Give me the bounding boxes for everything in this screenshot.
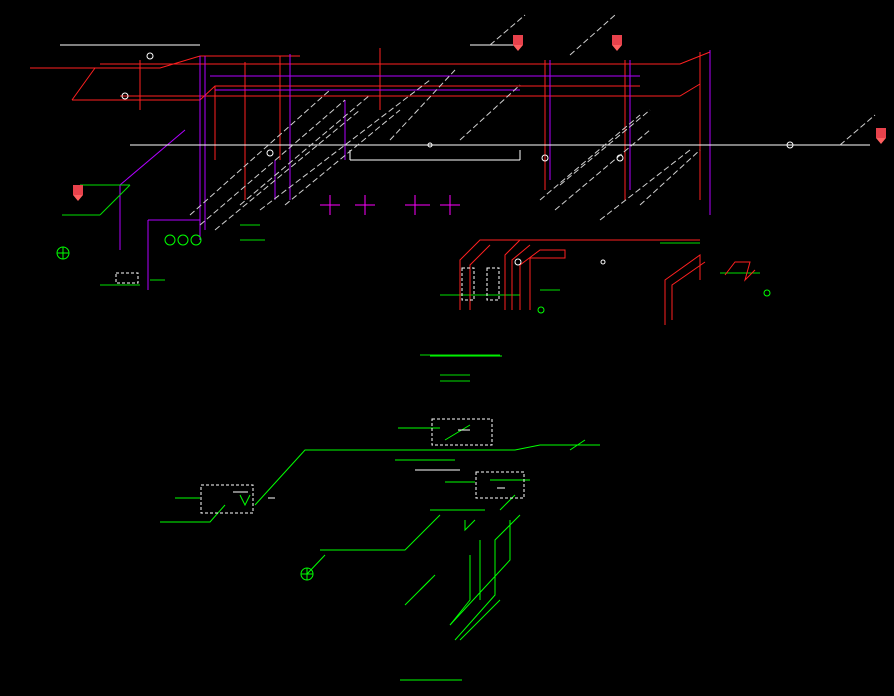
lower-vent-network — [160, 424, 600, 681]
equipment-boxes-upper — [115, 267, 500, 301]
water-meter-icon — [56, 234, 771, 581]
lower-white-stubs — [233, 429, 505, 499]
sprinkler-head-icon — [73, 35, 886, 201]
lower-isometric-diagram — [160, 418, 600, 681]
drainage-pipe-network — [119, 50, 711, 290]
supply-pipe-network — [30, 48, 711, 200]
vent-pipe-network — [62, 184, 760, 382]
main-header-pipe — [60, 44, 870, 161]
isometric-branches — [189, 14, 876, 231]
upper-isometric-diagram — [30, 14, 876, 382]
lower-right-supply-loop — [459, 239, 756, 325]
floor-drain-icon — [320, 195, 460, 215]
equipment-boxes-lower — [200, 418, 525, 514]
valve-icon — [121, 52, 794, 266]
